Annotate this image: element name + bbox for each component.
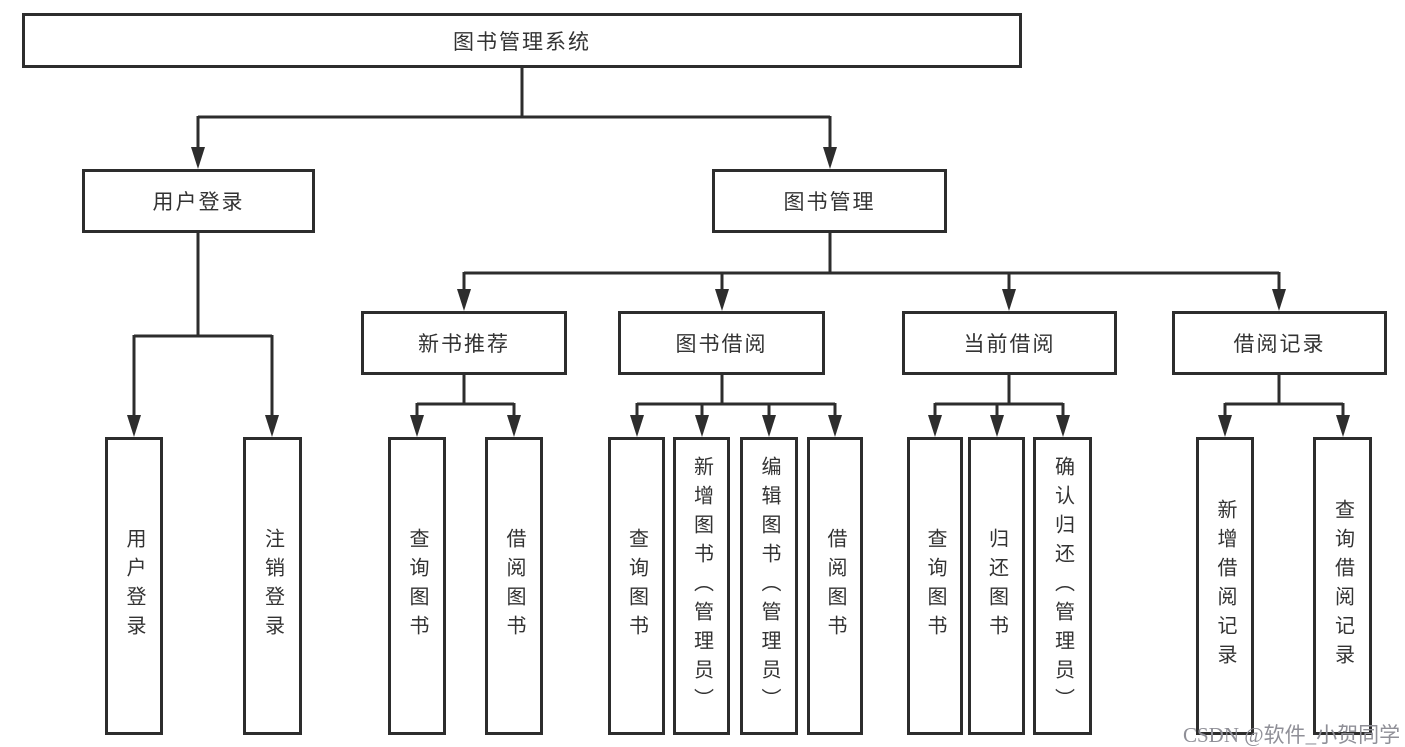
node-root-label: 图书管理系统 bbox=[453, 29, 591, 54]
node-user-login-label: 用户登录 bbox=[152, 190, 245, 214]
leaf-query-borrow-record: 查询借阅记录 bbox=[1313, 437, 1372, 735]
leaf-add-book-admin-label: 新增图书（管理员） bbox=[690, 455, 713, 717]
leaf-confirm-return-admin-label: 确认归还（管理员） bbox=[1051, 455, 1074, 717]
csdn-watermark: CSDN @软件_小贺同学 bbox=[1183, 723, 1401, 747]
arrowheads bbox=[127, 147, 1350, 437]
leaf-query-borrow-record-label: 查询借阅记录 bbox=[1331, 499, 1354, 673]
leaf-add-book-admin: 新增图书（管理员） bbox=[673, 437, 730, 735]
leaf-query-book-under-recommend-label: 查询图书 bbox=[406, 528, 428, 644]
leaf-add-borrow-record-label: 新增借阅记录 bbox=[1214, 499, 1236, 673]
leaf-borrow-book-under-borrow-label: 借阅图书 bbox=[824, 528, 846, 644]
node-current-borrow-label: 当前借阅 bbox=[963, 332, 1056, 356]
node-new-book-recommend: 新书推荐 bbox=[361, 311, 567, 375]
leaf-user-login-label: 用户登录 bbox=[123, 528, 145, 644]
node-book-borrow: 图书借阅 bbox=[618, 311, 825, 375]
leaf-logout-label: 注销登录 bbox=[261, 528, 284, 644]
node-book-borrow-label: 图书借阅 bbox=[675, 332, 768, 356]
leaf-query-book-under-recommend: 查询图书 bbox=[388, 437, 446, 735]
leaf-confirm-return-admin: 确认归还（管理员） bbox=[1033, 437, 1092, 735]
node-root: 图书管理系统 bbox=[22, 13, 1022, 68]
node-book-management-label: 图书管理 bbox=[783, 190, 876, 214]
leaf-return-book-label: 归还图书 bbox=[985, 528, 1008, 644]
leaf-edit-book-admin: 编辑图书（管理员） bbox=[740, 437, 798, 735]
leaf-return-book: 归还图书 bbox=[968, 437, 1025, 735]
leaf-borrow-book-under-recommend: 借阅图书 bbox=[485, 437, 543, 735]
leaf-borrow-book-under-recommend-label: 借阅图书 bbox=[503, 528, 525, 644]
node-current-borrow: 当前借阅 bbox=[902, 311, 1117, 375]
node-borrow-record: 借阅记录 bbox=[1172, 311, 1387, 375]
leaf-edit-book-admin-label: 编辑图书（管理员） bbox=[758, 455, 780, 717]
leaf-query-book-under-current-label: 查询图书 bbox=[924, 528, 946, 644]
leaf-user-login: 用户登录 bbox=[105, 437, 163, 735]
node-book-management: 图书管理 bbox=[712, 169, 947, 233]
leaf-add-borrow-record: 新增借阅记录 bbox=[1196, 437, 1254, 735]
leaf-query-book-under-borrow: 查询图书 bbox=[608, 437, 665, 735]
leaf-query-book-under-borrow-label: 查询图书 bbox=[625, 528, 648, 644]
leaf-borrow-book-under-borrow: 借阅图书 bbox=[807, 437, 863, 735]
node-new-book-recommend-label: 新书推荐 bbox=[418, 332, 510, 356]
node-borrow-record-label: 借阅记录 bbox=[1233, 332, 1326, 356]
leaf-query-book-under-current: 查询图书 bbox=[907, 437, 963, 735]
leaf-logout: 注销登录 bbox=[243, 437, 302, 735]
node-user-login: 用户登录 bbox=[82, 169, 315, 233]
